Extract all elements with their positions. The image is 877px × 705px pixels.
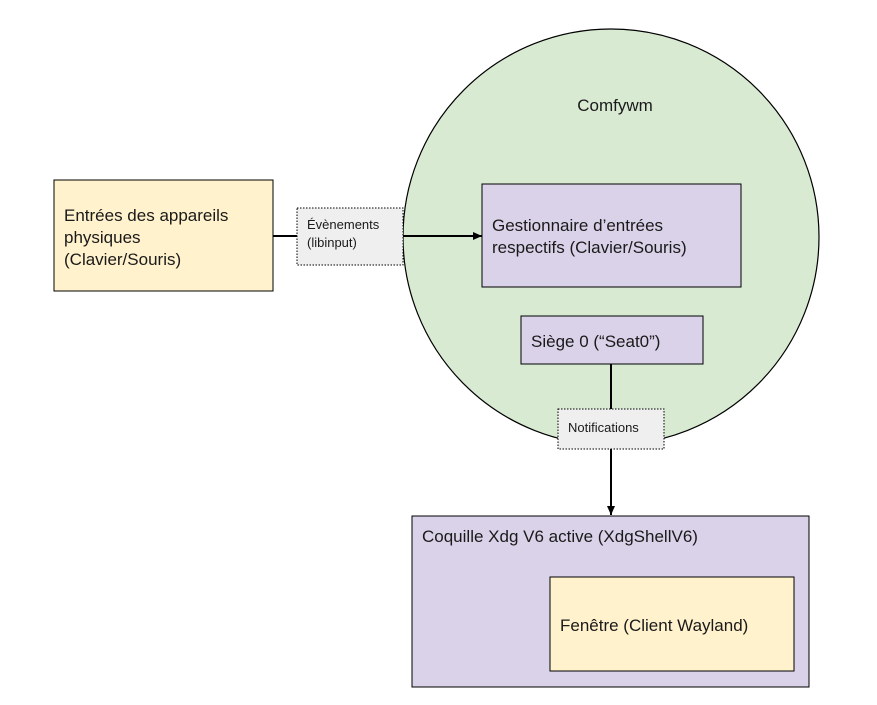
window-box <box>549 576 795 672</box>
input-handler-box <box>481 183 742 288</box>
input-handler-line-2: respectifs (Clavier/Souris) <box>492 238 687 257</box>
comfywm-title: Comfywm <box>577 96 653 115</box>
notifications-label: Notifications <box>568 420 639 435</box>
events-label-line-1: Évènements <box>307 217 380 232</box>
xdg-shell-label: Coquille Xdg V6 active (XdgShellV6) <box>422 527 698 546</box>
input-handler-label: Gestionnaire d’entrées respectifs (Clavi… <box>492 216 687 257</box>
events-label-line-2: (libinput) <box>307 235 357 250</box>
notifications-label-box <box>557 408 665 450</box>
input-devices-line-2: physiques <box>64 228 141 247</box>
input-devices-line-1: Entrées des appareils <box>64 206 228 225</box>
input-devices-box <box>53 179 274 292</box>
events-label: Évènements (libinput) <box>307 217 383 250</box>
seat-box <box>520 315 704 365</box>
window-label: Fenêtre (Client Wayland) <box>560 616 748 635</box>
input-handler-line-1: Gestionnaire d’entrées <box>492 216 663 235</box>
input-devices-label: Entrées des appareils physiques (Clavier… <box>64 206 233 269</box>
seat-label: Siège 0 (“Seat0”) <box>531 332 660 351</box>
input-devices-line-3: (Clavier/Souris) <box>64 250 181 269</box>
events-label-box <box>296 207 404 266</box>
